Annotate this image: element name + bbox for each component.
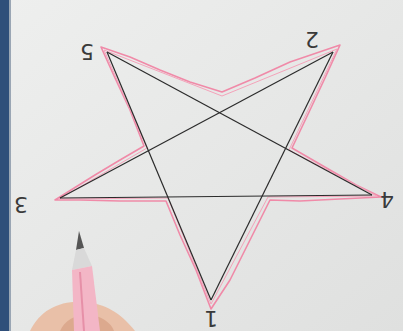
pencil-body [72, 266, 100, 331]
vertex-number: 2 [305, 28, 319, 50]
pencil-tip [76, 231, 84, 250]
vertex-number: 3 [14, 193, 28, 215]
vertex-number: 1 [204, 307, 218, 329]
star-lines [60, 52, 372, 300]
edge-shadow [9, 0, 11, 331]
vertex-number: 4 [380, 188, 394, 210]
pink-outline [55, 45, 381, 309]
pencil-stripe [80, 272, 84, 331]
edge-strip [0, 0, 9, 331]
pink-outline-inner [59, 49, 377, 304]
vertex-number: 5 [80, 40, 94, 62]
